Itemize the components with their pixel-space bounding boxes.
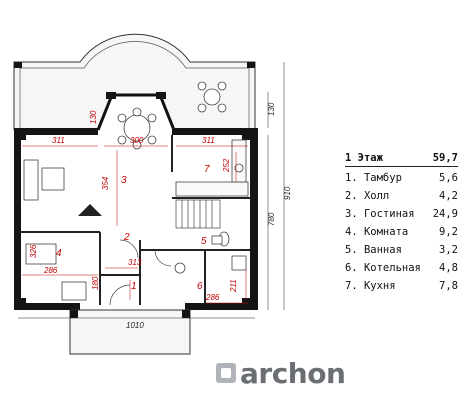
dimension-lines: [22, 145, 248, 304]
archon-logo-text: archon: [240, 356, 346, 390]
dim-326: 326: [29, 244, 38, 258]
legend-room-label: 1. Тамбур: [345, 172, 402, 184]
legend-row: 2. Холл 4,2: [345, 187, 458, 205]
room-number-2: 2: [123, 232, 130, 243]
legend-room-label: 3. Гостиная: [345, 208, 415, 220]
outer-dimension-lines: [18, 62, 285, 319]
room-legend: 1 Этаж 59,7 1. Тамбур 5,6 2. Холл 4,2 3. Г…: [345, 149, 458, 295]
terrace-table: [197, 81, 227, 113]
legend-floor-area: 59,7: [432, 152, 458, 164]
dim-286-a: 286: [43, 266, 58, 275]
dim-780: 780: [267, 212, 276, 226]
room-number-4: 4: [56, 248, 62, 259]
legend-room-label: 7. Кухня: [345, 280, 396, 292]
bath-fixtures: [174, 231, 247, 274]
room-number-7: 7: [204, 164, 210, 175]
dim-354: 354: [101, 176, 110, 190]
archon-logo-icon: [216, 363, 236, 383]
dining-table: [117, 107, 157, 150]
legend-row: 7. Кухня 7,8: [345, 277, 458, 295]
legend-room-area: 7,8: [439, 280, 458, 292]
bed: [25, 243, 87, 301]
room-number-1: 1: [131, 281, 137, 292]
exterior-walls: [14, 128, 258, 310]
legend-room-area: 9,2: [439, 226, 458, 238]
legend-room-label: 2. Холл: [345, 190, 390, 202]
room-number-5: 5: [201, 236, 207, 247]
legend-floor-label: 1 Этаж: [345, 152, 383, 164]
dim-286-b: 286: [205, 293, 220, 302]
legend-room-area: 4,2: [439, 190, 458, 202]
archon-logo: archon: [216, 356, 346, 390]
legend-room-area: 24,9: [432, 208, 458, 220]
dim-252: 252: [222, 158, 231, 173]
legend-room-label: 5. Ванная: [345, 244, 402, 256]
room-number-6: 6: [197, 281, 203, 292]
kitchen-counter: [175, 139, 249, 197]
stair: [175, 199, 221, 229]
legend-row: 6. Котельная 4,8: [345, 259, 458, 277]
dim-1010: 1010: [126, 321, 144, 330]
dim-180: 180: [91, 276, 100, 290]
legend-row: 5. Ванная 3,2: [345, 241, 458, 259]
room-number-3: 3: [121, 175, 127, 186]
doors: [109, 239, 172, 306]
legend-room-area: 4,8: [439, 262, 458, 274]
dim-211: 211: [229, 279, 238, 293]
dim-313: 313: [128, 258, 142, 267]
dim-311-b: 311: [202, 136, 215, 145]
legend-room-label: 6. Котельная: [345, 262, 421, 274]
legend-row: 3. Гостиная 24,9: [345, 205, 458, 223]
dim-130-b: 130: [267, 102, 276, 116]
legend-row: 4. Комната 9,2: [345, 223, 458, 241]
terrace: [13, 33, 256, 130]
fireplace: [78, 204, 102, 216]
dim-130-a: 130: [89, 110, 98, 124]
dim-300: 300: [130, 136, 144, 145]
legend-room-area: 3,2: [439, 244, 458, 256]
legend-room-area: 5,6: [439, 172, 458, 184]
legend-header: 1 Этаж 59,7: [345, 149, 458, 167]
sofa: [23, 159, 65, 201]
entrance-porch: [69, 309, 191, 355]
dim-910: 910: [283, 186, 292, 200]
legend-row: 1. Тамбур 5,6: [345, 169, 458, 187]
dim-311-a: 311: [52, 136, 65, 145]
legend-room-label: 4. Комната: [345, 226, 409, 238]
interior-walls: [21, 135, 250, 305]
